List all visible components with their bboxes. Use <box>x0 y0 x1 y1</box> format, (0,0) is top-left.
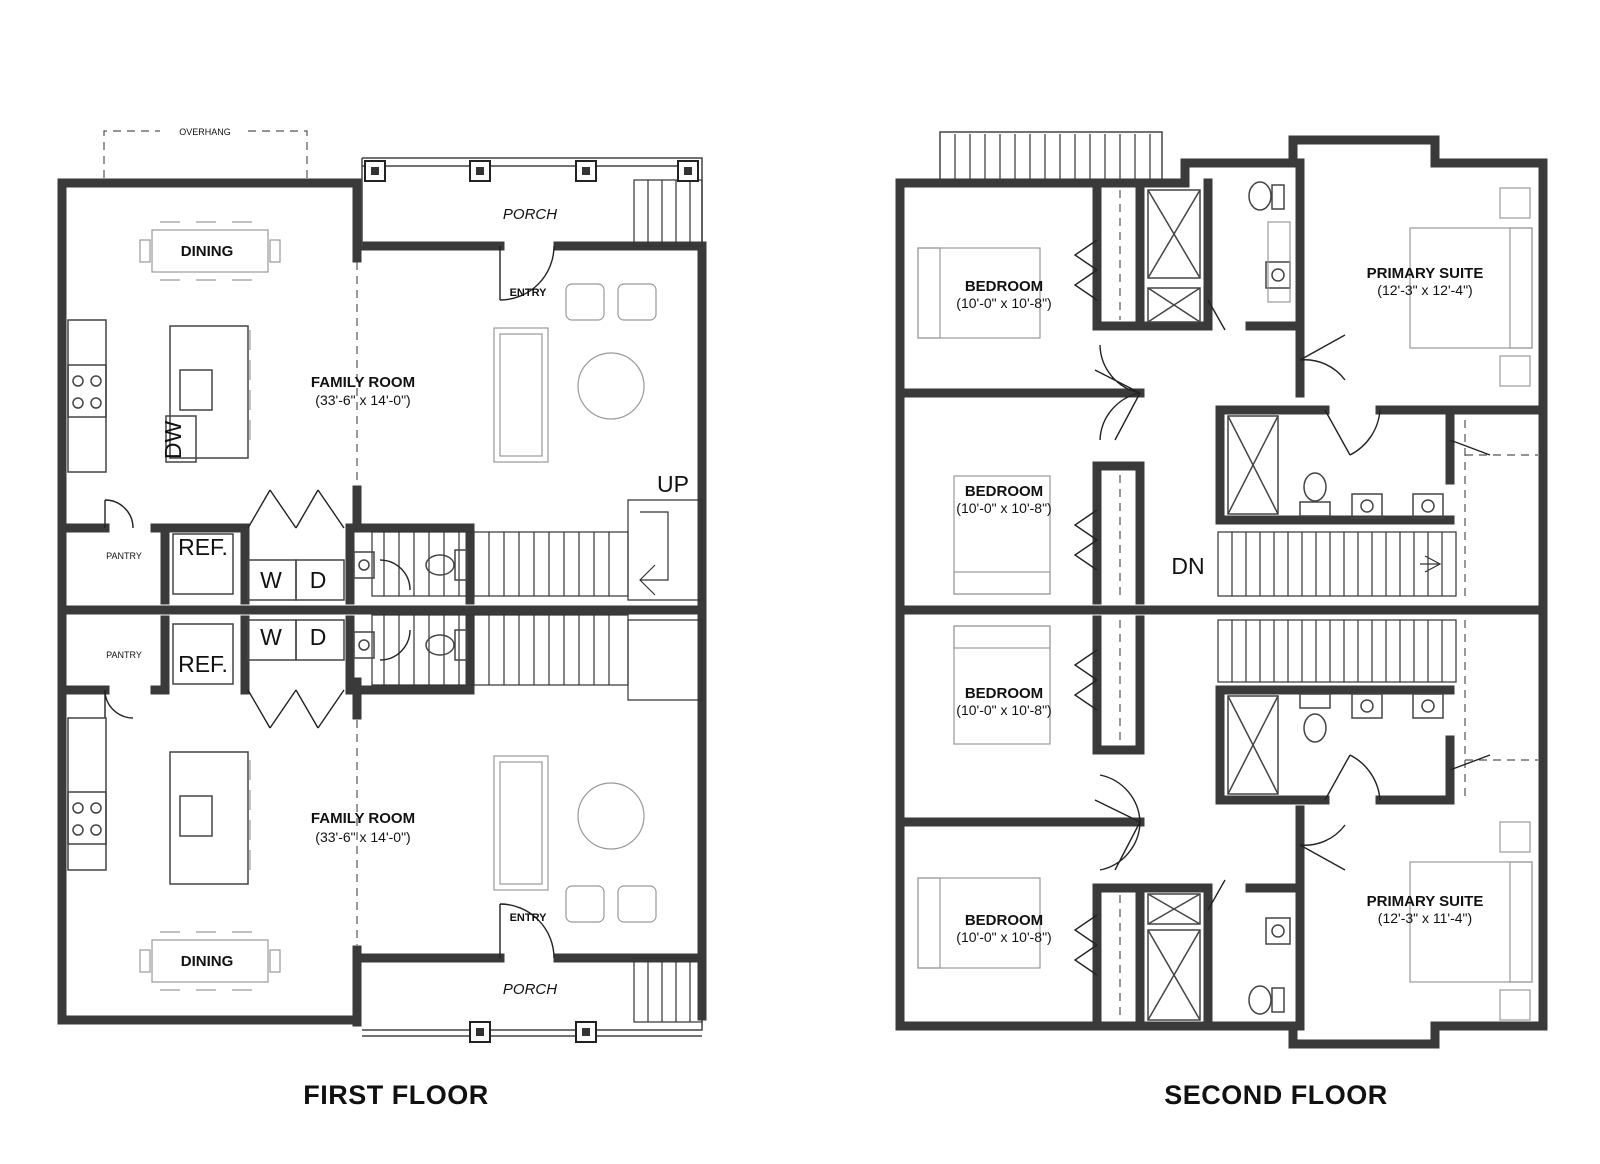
top-porch <box>361 157 703 247</box>
first-floor-title: FIRST FLOOR <box>303 1080 488 1110</box>
dryer-label: D <box>310 624 327 650</box>
primary-suite-dimensions: (12'-3" x 12'-4") <box>1377 282 1472 298</box>
second-floor-exterior-walls <box>895 135 1548 1049</box>
first-floor-plan: OVERHANG <box>57 127 707 1110</box>
dining-table-lower <box>139 931 281 991</box>
upper-unit-interior-walls <box>57 523 475 605</box>
living-furniture-lower <box>493 755 657 923</box>
primary-suite-label: PRIMARY SUITE <box>1367 265 1484 282</box>
pantry-label: PANTRY <box>106 551 142 561</box>
dishwasher-label: DW <box>160 421 186 460</box>
porch-post-cap <box>476 1028 484 1036</box>
bedroom-label: BEDROOM <box>965 685 1043 702</box>
overhang-label: OVERHANG <box>179 127 231 137</box>
porch-post-cap <box>582 167 590 175</box>
bedroom-dimensions: (10'-0" x 10'-8") <box>956 500 1051 516</box>
second-floor-stairs <box>1217 531 1457 683</box>
refrigerator <box>172 533 234 595</box>
porch-label-top: PORCH <box>503 206 557 223</box>
porch-post-cap <box>476 167 484 175</box>
refrigerator <box>172 623 234 685</box>
dryer-label: D <box>310 567 327 593</box>
porch-steps <box>633 957 703 1023</box>
primary-suite-dimensions: (12'-3" x 11'-4") <box>1378 910 1472 926</box>
bedroom-label: BEDROOM <box>965 483 1043 500</box>
ref-label: REF. <box>178 534 228 560</box>
porch-post-cap <box>582 1028 590 1036</box>
closets <box>1119 190 1538 1020</box>
family-room-label: FAMILY ROOM <box>311 374 415 391</box>
bedroom-dimensions: (10'-0" x 10'-8") <box>956 295 1051 311</box>
porch-label-bottom: PORCH <box>503 981 557 998</box>
stair-up-label: UP <box>657 471 689 497</box>
bedroom-label: BEDROOM <box>965 278 1043 295</box>
second-floor-interior-walls <box>895 158 1455 1031</box>
roof-hatch <box>939 131 1163 185</box>
second-floor-title: SECOND FLOOR <box>1164 1080 1388 1110</box>
dining-label: DINING <box>181 953 234 970</box>
powder-room-lower <box>353 629 468 661</box>
primary-suite-label: PRIMARY SUITE <box>1367 893 1484 910</box>
bathroom-top <box>1147 181 1291 323</box>
living-furniture-upper <box>493 283 657 463</box>
kitchen-upper <box>67 319 251 473</box>
family-room-dimensions: (33'-6" x 14'-0") <box>315 392 410 408</box>
porch-steps <box>633 179 703 247</box>
bathroom-mid-upper <box>1227 415 1444 519</box>
lower-unit-interior-walls <box>57 615 475 695</box>
overhang-outline <box>103 130 308 178</box>
dining-label: DINING <box>181 243 234 260</box>
laundry-upper <box>247 559 345 601</box>
powder-room-upper <box>353 549 468 581</box>
second-floor-doors <box>1073 239 1491 976</box>
washer-label: W <box>260 567 282 593</box>
bedroom-dimensions: (10'-0" x 10'-8") <box>956 929 1051 945</box>
entry-label: ENTRY <box>510 912 548 924</box>
porch-post-cap <box>684 167 692 175</box>
second-floor-plan: DN <box>895 131 1548 1110</box>
porch-post-cap <box>371 167 379 175</box>
family-room-label: FAMILY ROOM <box>311 810 415 827</box>
kitchen-lower <box>67 717 251 885</box>
bathroom-mid-lower <box>1227 693 1444 795</box>
stair-down-label: DN <box>1171 553 1204 579</box>
first-floor-doors <box>104 245 555 959</box>
pantry-label: PANTRY <box>106 650 142 660</box>
bedroom-label: BEDROOM <box>965 912 1043 929</box>
bed-furniture <box>917 187 1533 1021</box>
entry-label: ENTRY <box>510 287 548 299</box>
first-floor-exterior-walls <box>57 178 707 1027</box>
dining-table-upper <box>139 221 281 281</box>
bathroom-bottom <box>1147 893 1291 1021</box>
first-floor-stairs <box>371 499 703 701</box>
washer-label: W <box>260 624 282 650</box>
laundry-lower <box>247 619 345 661</box>
ref-label: REF. <box>178 651 228 677</box>
family-room-dimensions: (33'-6" x 14'-0") <box>315 829 410 845</box>
bedroom-dimensions: (10'-0" x 10'-8") <box>956 702 1051 718</box>
